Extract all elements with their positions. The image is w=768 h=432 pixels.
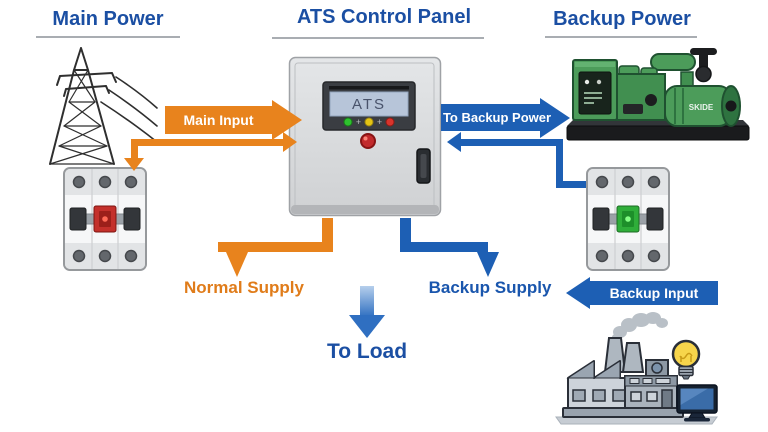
backup-breaker-status-light [625,216,631,222]
section-title-ats-panel: ATS Control Panel [296,6,472,28]
backup-supply-arrowhead [477,252,499,277]
to-load-arrow [349,286,385,338]
chimney-icon [621,342,645,373]
green-led-icon [343,117,353,127]
main-wire-arrowhead-right [283,132,297,152]
to-backup-power-arrow [441,104,540,131]
normal-supply-arrowhead [226,252,248,277]
backup-wire-arrowhead-left [447,132,461,152]
ats-display-screen [329,91,409,117]
backup-wire-horizontal [461,139,560,146]
ats-panel-underline [272,37,484,39]
yellow-led-icon [364,117,374,127]
to-backup-power-arrowhead [540,98,570,138]
transmission-tower-icon [49,47,158,165]
backup-wire-vertical [556,139,563,188]
normal-supply-pipe-vertical [322,218,333,252]
lightbulb-icon [671,339,701,380]
main-input-label: Main Input [183,112,254,128]
main-wire-vertical [131,139,138,159]
main-wire-horizontal [131,139,283,146]
backup-breaker-icon [586,167,670,271]
backup-supply-label: Backup Supply [428,278,552,297]
backup-supply-pipe-horizontal [400,242,488,252]
to-load-label: To Load [326,340,408,363]
load-icons-group [555,312,718,425]
backup-input-arrowhead [566,277,590,309]
section-title-main-power: Main Power [52,8,164,30]
backup-power-underline [545,36,697,38]
main-breaker-icon [63,167,147,271]
panel-red-button [360,133,376,149]
main-wire-arrowhead-down [124,158,144,171]
ats-screen-text: ATS [352,96,386,113]
main-power-underline [36,36,180,38]
smoke-icon [612,312,668,340]
main-input-arrow [165,106,272,134]
led-separator: + [377,117,382,127]
red-led-icon [385,117,395,127]
backup-supply-pipe-vertical [400,218,411,252]
backup-input-arrow [590,281,718,305]
generator-brand-label: SKIDE [689,103,714,112]
diesel-generator-icon: SKIDE [566,48,750,141]
normal-supply-pipe-horizontal [218,242,333,252]
ats-cabinet-icon: ATS + + [288,56,442,217]
to-backup-power-label: To Backup Power [442,110,552,125]
backup-wire-to-breaker [556,181,588,188]
section-title-backup-power: Backup Power [553,8,691,30]
normal-supply-label: Normal Supply [184,278,304,297]
main-breaker-status-light [102,216,108,222]
led-separator: + [356,117,361,127]
computer-monitor-icon [676,384,718,422]
backup-input-label: Backup Input [609,285,699,301]
